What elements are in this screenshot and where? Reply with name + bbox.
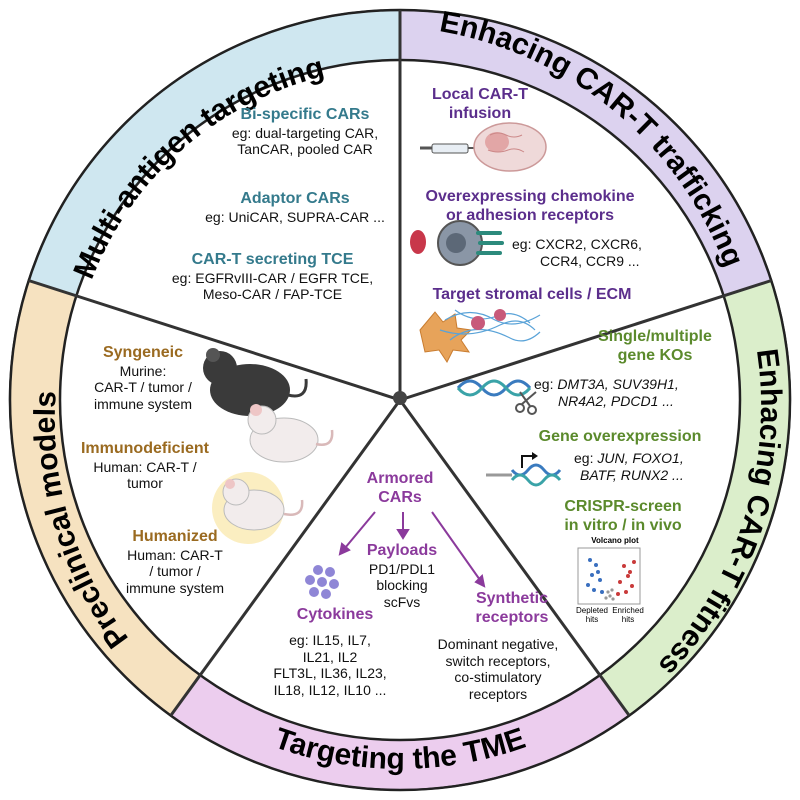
bispecific-cars-block: Bi-specific CARs eg: dual-targeting CAR,… (210, 106, 400, 158)
chemokine-eg2: CCR4, CCR9 ... (540, 252, 640, 269)
gene-overexp-title: Gene overexpression (538, 428, 702, 445)
adaptor-cars-title: Adaptor CARs (240, 190, 350, 207)
black-mouse-illustration (203, 348, 308, 416)
chemokine-eg1: eg: CXCR2, CXCR6, (512, 236, 642, 252)
local-infusion-line1: Local CAR-T (432, 86, 528, 103)
chemokine-line2: or adhesion receptors (445, 206, 615, 224)
stromal-title: Target stromal cells / ECM (432, 286, 632, 303)
gene-kos-block: Single/multiple gene KOs (580, 328, 730, 366)
synthetic-receptors-block: Synthetic receptors (452, 590, 572, 628)
gene-overexpression-illustration (486, 452, 562, 487)
car-t-tce-line2: Meso-CAR / FAP-TCE (202, 286, 343, 303)
stromal-block: Target stromal cells / ECM (412, 286, 652, 305)
volcano-depleted-line1: Depleted (575, 606, 609, 615)
cytokines-line3: FLT3L, IL36, IL23, (273, 665, 387, 682)
cytokines-line2: IL21, IL2 (302, 648, 358, 665)
synthetic-line2: receptors (475, 608, 549, 626)
adaptor-cars-block: Adaptor CARs eg: UniCAR, SUPRA-CAR ... (200, 190, 390, 225)
payloads-title: Payloads (366, 542, 438, 559)
cytokines-examples: eg: IL15, IL7, IL21, IL2 FLT3L, IL36, IL… (250, 632, 410, 698)
synthetic-d4: receptors (468, 685, 528, 702)
synthetic-receptors-desc: Dominant negative, switch receptors, co-… (418, 636, 578, 702)
car-t-tce-line1: eg: EGFRvIII-CAR / EGFR TCE, (171, 269, 374, 286)
bispecific-cars-line1: eg: dual-targeting CAR, (231, 124, 379, 141)
adaptor-cars-line1: eg: UniCAR, SUPRA-CAR ... (205, 208, 385, 225)
gene-kos-genes1: DMT3A, SUV39H1, (557, 376, 679, 392)
synthetic-d2: switch receptors, (445, 652, 551, 669)
syringe-brain-illustration (420, 122, 547, 172)
crispr-line1: CRISPR-screen (564, 498, 682, 515)
synthetic-d3: co-stimulatory (454, 669, 542, 686)
cytokines-line4: IL18, IL12, IL10 ... (273, 681, 387, 698)
local-infusion-block: Local CAR-T infusion (420, 86, 540, 124)
gene-kos-line1: Single/multiple (598, 328, 712, 345)
center-hub (393, 391, 407, 405)
crispr-line2: in vitro / in vivo (564, 516, 682, 534)
cytokines-line1: eg: IL15, IL7, (289, 632, 371, 648)
stromal-ecm-illustration (419, 309, 541, 363)
humanized-mouse-illustration (212, 472, 304, 544)
bispecific-cars-title: Bi-specific CARs (240, 106, 370, 123)
gene-kos-line2: gene KOs (617, 346, 693, 364)
bispecific-cars-line2: TanCAR, pooled CAR (237, 141, 373, 158)
car-t-tce-block: CAR-T secreting TCE eg: EGFRvIII-CAR / E… (150, 251, 395, 303)
syngeneic-block: Syngeneic Murine: CAR-T / tumor / immune… (78, 344, 208, 412)
local-infusion-line2: infusion (448, 104, 512, 122)
immunodeficient-block: Immunodeficient Human: CAR-T / tumor (70, 440, 220, 492)
humanized-line2: / tumor / (149, 563, 201, 580)
payloads-line1: PD1/PDL1 (368, 560, 436, 577)
humanized-line1: Human: CAR-T (127, 546, 223, 563)
syngeneic-line1: Murine: (119, 362, 167, 379)
gene-overexp-eg: eg: (574, 450, 594, 466)
gene-overexp-examples: eg: JUN, FOXO1, BATF, RUNX2 ... (574, 450, 724, 483)
cytokines-title: Cytokines (296, 606, 374, 623)
armored-line1: Armored (366, 470, 434, 487)
immunodeficient-line2: tumor (127, 475, 163, 492)
humanized-title: Humanized (132, 528, 218, 545)
volcano-depleted: Depleted hits (574, 606, 610, 625)
immunodeficient-line1: Human: CAR-T / (93, 458, 197, 475)
volcano-title: Volcano plot (591, 536, 639, 545)
car-t-tce-title: CAR-T secreting TCE (191, 251, 354, 268)
humanized-block: Humanized Human: CAR-T / tumor / immune … (105, 528, 245, 596)
payloads-line3: scFvs (383, 593, 421, 610)
syngeneic-line3: immune system (93, 395, 193, 412)
payloads-line2: blocking (376, 577, 428, 594)
chemokine-block: Overexpressing chemokine or adhesion rec… (410, 188, 650, 226)
crispr-block: CRISPR-screen in vitro / in vivo (538, 498, 708, 536)
white-mouse-illustration (247, 404, 334, 463)
divider-spokes (28, 10, 772, 717)
syngeneic-line2: CAR-T / tumor / (94, 379, 192, 396)
volcano-enriched: Enriched hits (610, 606, 646, 625)
armored-cars-block: Armored CARs (350, 470, 450, 508)
t-cell-receptor-illustration (410, 220, 504, 266)
humanized-line3: immune system (125, 579, 225, 596)
synthetic-d1: Dominant negative, (437, 636, 559, 652)
gene-overexp-genes1: JUN, FOXO1, (597, 450, 684, 466)
gene-overexp-genes2: BATF, RUNX2 ... (580, 466, 684, 483)
synthetic-line1: Synthetic (475, 590, 548, 607)
gene-kos-eg: eg: (534, 376, 554, 392)
gene-overexp-block: Gene overexpression (520, 428, 720, 447)
armored-line2: CARs (378, 488, 422, 506)
syngeneic-title: Syngeneic (102, 344, 184, 361)
dna-scissors-illustration (456, 379, 537, 415)
volcano-enriched-line1: Enriched (612, 606, 644, 615)
volcano-plot (577, 547, 641, 605)
armored-arrows (338, 511, 486, 588)
volcano-depleted-line2: hits (585, 615, 599, 625)
cytokines-block: Cytokines (265, 606, 405, 625)
chemokine-examples: eg: CXCR2, CXCR6, CCR4, CCR9 ... (512, 236, 662, 269)
volcano-enriched-line2: hits (621, 615, 635, 625)
gene-kos-genes2: NR4A2, PDCD1 ... (558, 392, 674, 409)
chemokine-line1: Overexpressing chemokine (425, 188, 635, 205)
payloads-block: Payloads PD1/PDL1 blocking scFvs (352, 542, 452, 610)
immunodeficient-title: Immunodeficient (80, 440, 209, 457)
gene-kos-examples: eg: DMT3A, SUV39H1, NR4A2, PDCD1 ... (534, 376, 734, 409)
cytokine-dots (305, 565, 339, 599)
